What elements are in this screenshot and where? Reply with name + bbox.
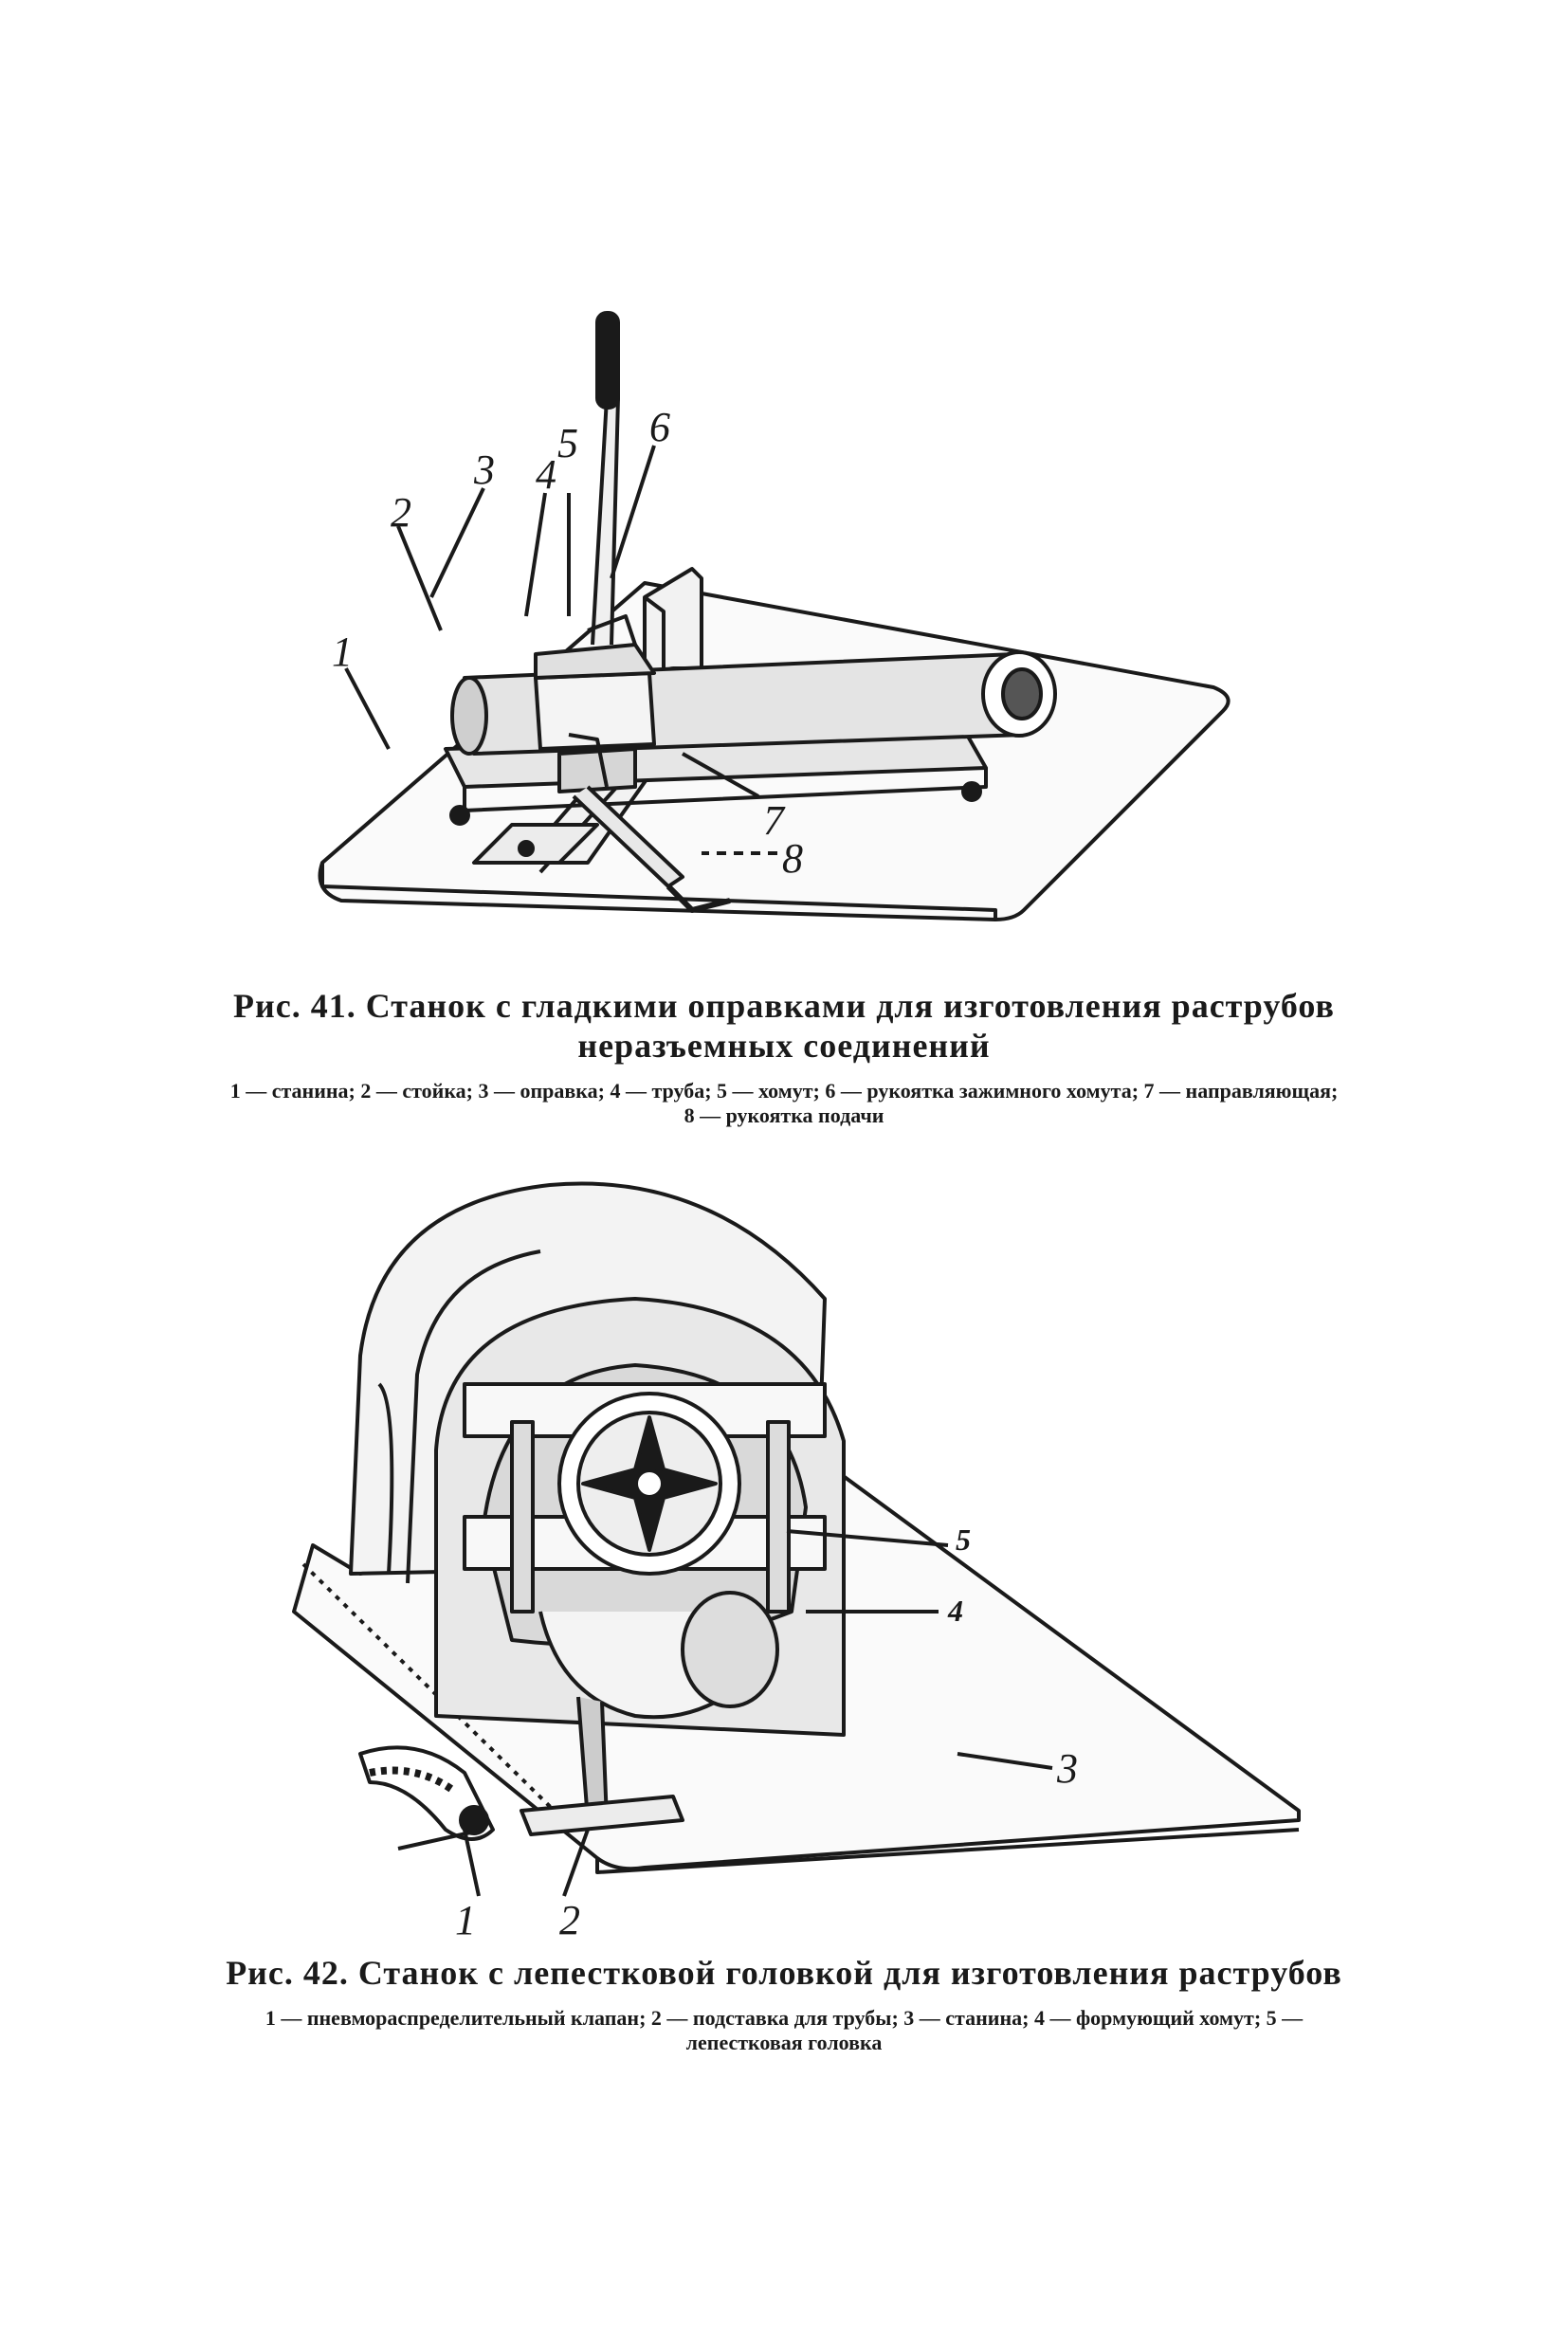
fig41-label-7: 7 [763, 797, 786, 844]
figure-42-caption-title: Рис. 42. Станок с лепестковой головкой д… [226, 1954, 1342, 1992]
fig41-label-2: 2 [391, 489, 411, 536]
figure-42-svg: 1 2 3 4 5 [292, 1181, 1301, 1943]
fig41-label-1: 1 [332, 629, 353, 675]
fig42-label-2: 2 [559, 1897, 580, 1943]
figure-41-svg: 1 2 3 4 5 6 7 8 [318, 311, 1231, 921]
fig42-label-1: 1 [455, 1897, 476, 1943]
figure-42-drawing: 1 2 3 4 5 [275, 1166, 1318, 1943]
figure-41-caption: Рис. 41. Станок с гладкими оправками для… [190, 986, 1378, 1128]
fig42-label-4: 4 [947, 1594, 963, 1628]
figure-42-caption: Рис. 42. Станок с лепестковой головкой д… [190, 1953, 1378, 2055]
figure-41-legend: 1 — станина; 2 — стойка; 3 — оправка; 4 … [229, 1079, 1339, 1127]
figure-42-legend: 1 — пневмораспределительный клапан; 2 — … [264, 2006, 1304, 2054]
fig41-label-8: 8 [782, 835, 803, 882]
fig41-label-4: 4 [536, 451, 556, 498]
fig41-label-5: 5 [557, 420, 578, 466]
figure-41-caption-title: Рис. 41. Станок с гладкими оправками для… [233, 987, 1335, 1065]
fig42-label-3: 3 [1056, 1745, 1078, 1792]
figure-41-drawing: 1 2 3 4 5 6 7 8 [284, 256, 1289, 976]
fig42-label-5: 5 [956, 1522, 971, 1557]
fig41-label-6: 6 [649, 404, 670, 450]
fig41-label-3: 3 [473, 447, 495, 493]
